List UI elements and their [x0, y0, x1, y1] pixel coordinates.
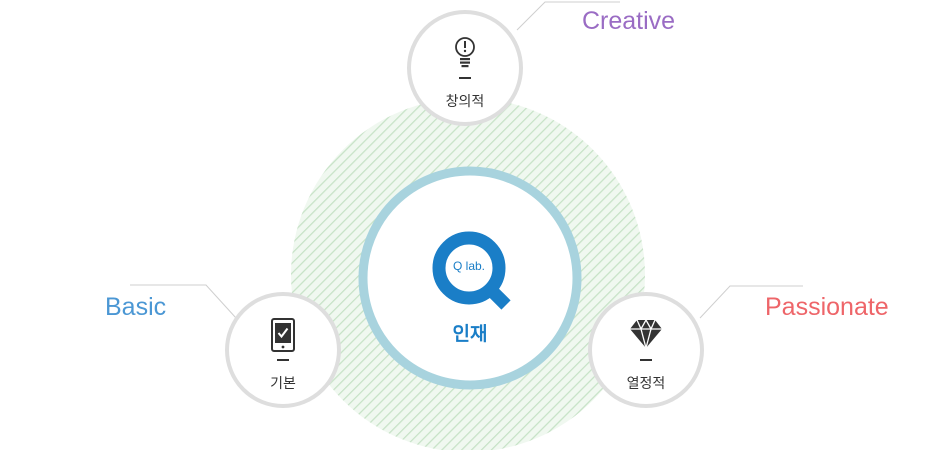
node-passionate: 열정적: [588, 292, 704, 408]
lightbulb-icon: [455, 37, 475, 68]
connector-line-creative: [516, 1, 620, 31]
inner-circle: [358, 166, 582, 390]
passionate-label: Passionate: [765, 293, 889, 321]
basic-label: Basic: [105, 293, 167, 321]
node-divider: [459, 77, 471, 79]
diamond-icon: [630, 318, 662, 350]
q-lab-logo-icon: [432, 231, 511, 310]
connector-line-basic: [130, 284, 237, 319]
logo-text: Q lab.: [452, 259, 485, 273]
basic-label-ko: 기본: [270, 376, 296, 392]
creative-label: Creative: [582, 7, 676, 35]
connector-line-passionate: [699, 285, 803, 319]
creative-label-ko: 창의적: [445, 94, 485, 110]
node-basic: 기본: [225, 292, 341, 408]
tablet-check-icon: [271, 318, 295, 352]
center-title: 인재: [452, 323, 488, 345]
node-creative: 창의적: [407, 10, 523, 126]
passionate-label-ko: 열정적: [626, 376, 666, 392]
node-divider: [277, 359, 289, 361]
node-divider: [640, 359, 652, 361]
